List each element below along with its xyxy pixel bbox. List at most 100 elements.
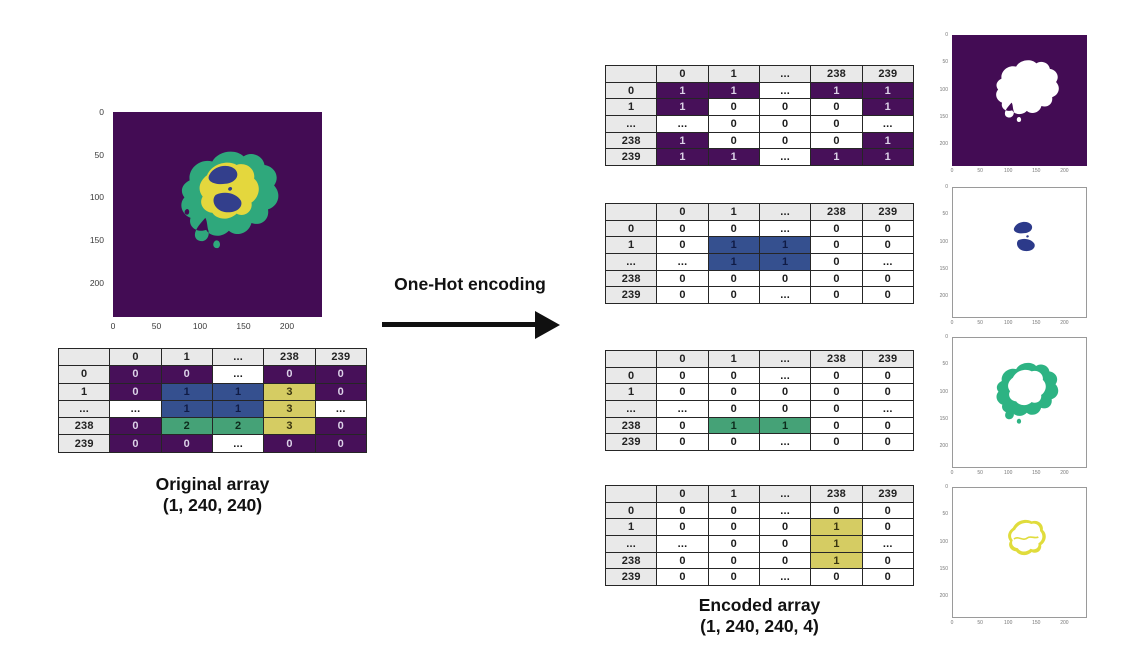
x-tick-label: 100 <box>1004 320 1013 326</box>
column-header: 0 <box>110 349 161 366</box>
row-header: 239 <box>606 434 657 451</box>
table-cell: 0 <box>811 434 862 451</box>
table-cell: 0 <box>811 401 862 417</box>
column-header: 239 <box>862 66 913 82</box>
table-cell: 0 <box>657 237 708 254</box>
y-tick-label: 50 <box>942 511 948 518</box>
mask-svg <box>113 112 322 317</box>
row-header: ... <box>606 401 657 417</box>
row-header: 0 <box>59 366 110 383</box>
table-cell: 1 <box>811 519 862 536</box>
table-cell: ... <box>212 366 264 383</box>
y-tick-label: 200 <box>89 277 104 288</box>
table-cell: 0 <box>657 367 708 384</box>
table-cell: 0 <box>161 435 212 452</box>
column-header: ... <box>759 204 811 220</box>
table-cell: 0 <box>862 519 913 536</box>
table-cell: 0 <box>110 435 161 452</box>
column-header: 1 <box>708 351 759 367</box>
original-array-title: Original array <box>155 474 270 494</box>
row-header: 238 <box>606 417 657 434</box>
x-tick-label: 200 <box>1060 168 1069 174</box>
table-cell: 0 <box>315 435 366 452</box>
channel-0-mask-blob <box>996 60 1059 123</box>
column-header: ... <box>759 486 811 502</box>
column-header <box>606 66 657 82</box>
table-cell: 0 <box>708 519 759 536</box>
table-cell: 0 <box>811 99 862 116</box>
table-cell: 0 <box>315 366 366 383</box>
table-cell: 2 <box>212 418 264 435</box>
table-cell: 1 <box>708 417 759 434</box>
row-header: 1 <box>606 519 657 536</box>
row-header: 0 <box>606 502 657 519</box>
table-cell: 0 <box>264 366 315 383</box>
encoded-array-shape: (1, 240, 240, 4) <box>700 616 819 636</box>
table-cell: 0 <box>862 270 913 287</box>
column-header: 239 <box>862 351 913 367</box>
column-header <box>606 486 657 502</box>
y-tick-label: 200 <box>939 293 948 300</box>
encoded-array-title: Encoded array <box>698 595 821 615</box>
row-header: ... <box>606 254 657 270</box>
table-cell: 0 <box>708 116 759 132</box>
table-cell: 0 <box>657 569 708 586</box>
table-cell: 0 <box>862 502 913 519</box>
table-cell: 0 <box>759 401 811 417</box>
table-cell: 0 <box>759 132 811 149</box>
table-cell: 1 <box>862 149 913 166</box>
table-cell: 1 <box>759 237 811 254</box>
column-header: ... <box>212 349 264 366</box>
y-tick-label: 150 <box>939 265 948 272</box>
y-tick-label: 150 <box>939 565 948 572</box>
table-cell: 0 <box>708 132 759 149</box>
table-cell: ... <box>759 367 811 384</box>
y-tick-label: 100 <box>89 192 104 203</box>
table-cell: 0 <box>759 552 811 569</box>
table-cell: 0 <box>657 270 708 287</box>
channel-3-svg <box>1008 519 1046 556</box>
table-cell: 1 <box>862 82 913 99</box>
channel-2-svg <box>996 362 1059 424</box>
table-cell: 0 <box>657 220 708 237</box>
table-cell: ... <box>657 254 708 270</box>
table-cell: 0 <box>708 384 759 401</box>
y-tick-label: 0 <box>945 184 948 190</box>
x-tick-label: 0 <box>110 321 116 331</box>
x-tick-label: 150 <box>1032 168 1041 174</box>
x-tick-label: 150 <box>1032 320 1041 326</box>
y-tick-label: 150 <box>89 235 104 246</box>
table-cell: ... <box>759 149 811 166</box>
table-cell: 0 <box>811 384 862 401</box>
table-cell: 2 <box>161 418 212 435</box>
y-tick-label: 200 <box>939 141 948 148</box>
x-tick-label: 150 <box>236 321 251 331</box>
row-header: 239 <box>59 435 110 452</box>
table-cell: 0 <box>862 384 913 401</box>
table-cell: 1 <box>708 82 759 99</box>
table-cell: 3 <box>264 400 315 418</box>
table-cell: ... <box>862 254 913 270</box>
table-cell: 0 <box>811 254 862 270</box>
table-cell: ... <box>657 116 708 132</box>
table-cell: 0 <box>708 434 759 451</box>
row-header: 1 <box>606 237 657 254</box>
table-cell: 0 <box>708 552 759 569</box>
column-header: 0 <box>657 204 708 220</box>
column-header: 0 <box>657 351 708 367</box>
table-cell: 0 <box>657 287 708 304</box>
table-cell: ... <box>759 569 811 586</box>
table-cell: 0 <box>759 270 811 287</box>
table-cell: 1 <box>759 417 811 434</box>
table-cell: 0 <box>811 502 862 519</box>
column-header: 1 <box>708 66 759 82</box>
